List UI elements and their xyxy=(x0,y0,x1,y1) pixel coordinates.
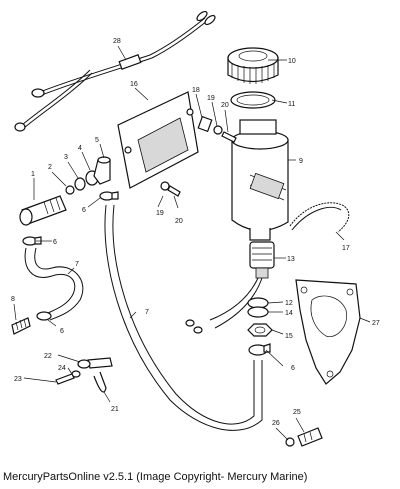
callout-6-d: 6 xyxy=(291,365,295,372)
part-28-wire-harness xyxy=(14,10,216,132)
callout-20-a: 20 xyxy=(221,102,229,109)
callout-7-a: 7 xyxy=(75,261,79,268)
part-11-gasket xyxy=(230,91,276,109)
callout-17: 17 xyxy=(342,245,350,252)
part-5-elbow xyxy=(93,156,111,185)
callout-11: 11 xyxy=(288,101,295,108)
part-18-clip xyxy=(197,115,213,133)
callout-13: 13 xyxy=(287,256,295,263)
part-13-sensor xyxy=(185,241,275,334)
callout-28: 28 xyxy=(113,38,121,45)
part-22-grommet xyxy=(77,359,91,369)
part-27-gasket-plate xyxy=(295,279,361,385)
part-19-washer xyxy=(213,125,223,135)
callout-14: 14 xyxy=(285,310,293,317)
callout-2: 2 xyxy=(48,164,52,171)
part-10-cap xyxy=(227,47,279,84)
callout-6-a: 6 xyxy=(82,207,86,214)
callout-24: 24 xyxy=(58,365,66,372)
callout-10: 10 xyxy=(288,58,296,65)
parts-diagram: 1 2 3 4 5 6 6 6 6 7 7 8 9 10 11 12 13 14… xyxy=(11,10,380,447)
part-20-screw-b xyxy=(167,185,181,197)
callout-18: 18 xyxy=(192,87,200,94)
callout-21: 21 xyxy=(111,406,119,413)
part-25-drain-plug xyxy=(297,427,323,447)
part-9-reservoir-bottle xyxy=(231,119,289,241)
image-caption: MercuryPartsOnline v2.5.1 (Image Copyrig… xyxy=(3,471,308,483)
callout-4: 4 xyxy=(78,145,82,152)
callout-labels: 1 2 3 4 5 6 6 6 6 7 7 8 9 10 11 12 13 14… xyxy=(11,38,380,427)
callout-15: 15 xyxy=(285,333,293,340)
part-20-screw xyxy=(221,131,237,143)
part-21-clip xyxy=(87,357,113,393)
callout-3: 3 xyxy=(64,154,68,161)
callout-22: 22 xyxy=(44,353,52,360)
part-23-screw xyxy=(55,373,75,385)
callout-1: 1 xyxy=(31,171,35,178)
part-1-fitting xyxy=(19,195,67,226)
leader-lines xyxy=(13,45,371,441)
callout-23: 23 xyxy=(14,376,22,383)
callout-19-a: 19 xyxy=(207,95,215,102)
part-15-nut xyxy=(247,323,273,337)
part-7-hose-short xyxy=(24,247,84,321)
part-17-band xyxy=(289,202,350,233)
callout-26: 26 xyxy=(272,420,280,427)
callout-5: 5 xyxy=(95,137,99,144)
callout-8: 8 xyxy=(11,296,15,303)
callout-19-b: 19 xyxy=(156,210,164,217)
part-16-bracket xyxy=(117,91,199,189)
callout-6-b: 6 xyxy=(53,239,57,246)
callout-9: 9 xyxy=(299,158,303,165)
part-7-hose-long xyxy=(104,204,263,431)
callout-6-c: 6 xyxy=(60,328,64,335)
part-2-washer xyxy=(65,185,75,195)
part-6-clamp-d xyxy=(36,311,52,321)
callout-25: 25 xyxy=(293,409,301,416)
part-3-washer xyxy=(74,177,86,191)
part-6-clamp-c xyxy=(248,343,271,356)
callout-16: 16 xyxy=(130,81,138,88)
callout-7-b: 7 xyxy=(145,309,149,316)
part-19-washer-b xyxy=(160,181,170,191)
callout-27: 27 xyxy=(372,320,380,327)
callout-12: 12 xyxy=(285,300,293,307)
part-8-fitting xyxy=(11,317,31,335)
callout-20-b: 20 xyxy=(175,218,183,225)
part-6-clamp-a xyxy=(99,191,119,201)
part-14-washer xyxy=(247,306,269,318)
